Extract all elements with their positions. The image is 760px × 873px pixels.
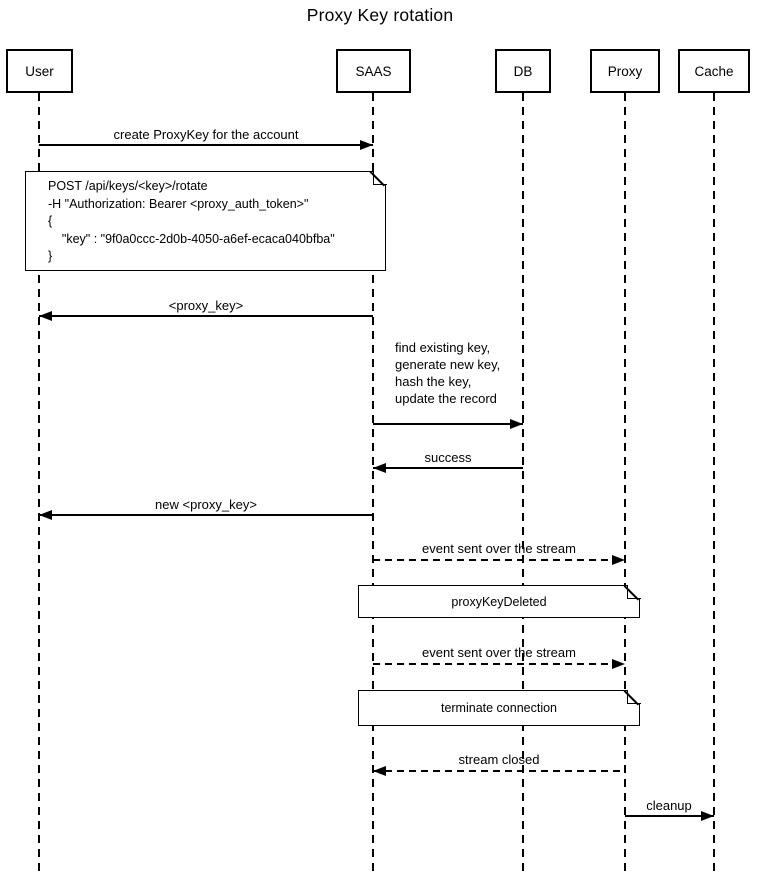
note-request-payload: POST /api/keys/<key>/rotate -H "Authoriz…: [25, 170, 387, 271]
arrowhead-right: [360, 140, 373, 150]
lifeline-db: [522, 93, 524, 871]
message-line: [39, 514, 373, 516]
actor-box-user: User: [6, 49, 73, 93]
message-line: [373, 559, 625, 561]
arrowhead-left: [39, 510, 52, 520]
arrowhead-right: [612, 659, 625, 669]
note-terminate-connection: terminate connection: [358, 689, 641, 726]
message-line: [373, 467, 523, 469]
lifeline-proxy: [624, 93, 626, 871]
message-label-stream-closed: stream closed: [458, 752, 540, 767]
note-proxykeydeleted: proxyKeyDeleted: [358, 584, 641, 618]
lifeline-saas: [372, 93, 374, 871]
message-line: [39, 144, 373, 146]
message-line: [373, 663, 625, 665]
message-line: [39, 315, 373, 317]
message-label-cleanup: cleanup: [646, 798, 692, 813]
message-line: [373, 423, 523, 425]
actor-label-cache: Cache: [694, 63, 734, 79]
arrowhead-right: [701, 811, 714, 821]
diagram-title: Proxy Key rotation: [306, 5, 454, 25]
actor-label-db: DB: [513, 63, 533, 79]
message-label-event-stream-2: event sent over the stream: [422, 645, 576, 660]
message-label-proxy-key: <proxy_key>: [168, 298, 244, 313]
arrowhead-right: [612, 555, 625, 565]
arrowhead-left: [373, 766, 386, 776]
message-label-create-proxykey: create ProxyKey for the account: [113, 127, 299, 142]
message-label-new-proxy-key: new <proxy_key>: [155, 497, 257, 512]
arrowhead-right: [510, 419, 523, 429]
actor-box-saas: SAAS: [336, 49, 411, 93]
actor-label-saas: SAAS: [355, 63, 392, 79]
actor-label-user: User: [25, 63, 54, 79]
message-line: [373, 770, 625, 772]
actor-box-cache: Cache: [678, 49, 750, 93]
arrowhead-left: [373, 463, 386, 473]
message-label-event-stream-1: event sent over the stream: [422, 541, 576, 556]
actor-box-proxy: Proxy: [590, 49, 660, 93]
lifeline-user: [38, 93, 40, 871]
actor-label-proxy: Proxy: [607, 63, 643, 79]
arrowhead-left: [39, 311, 52, 321]
message-line: [625, 815, 714, 817]
message-label-find-existing-key: find existing key, generate new key, has…: [395, 340, 501, 406]
lifeline-cache: [713, 93, 715, 871]
actor-box-db: DB: [495, 49, 551, 93]
message-label-success: success: [424, 450, 472, 465]
